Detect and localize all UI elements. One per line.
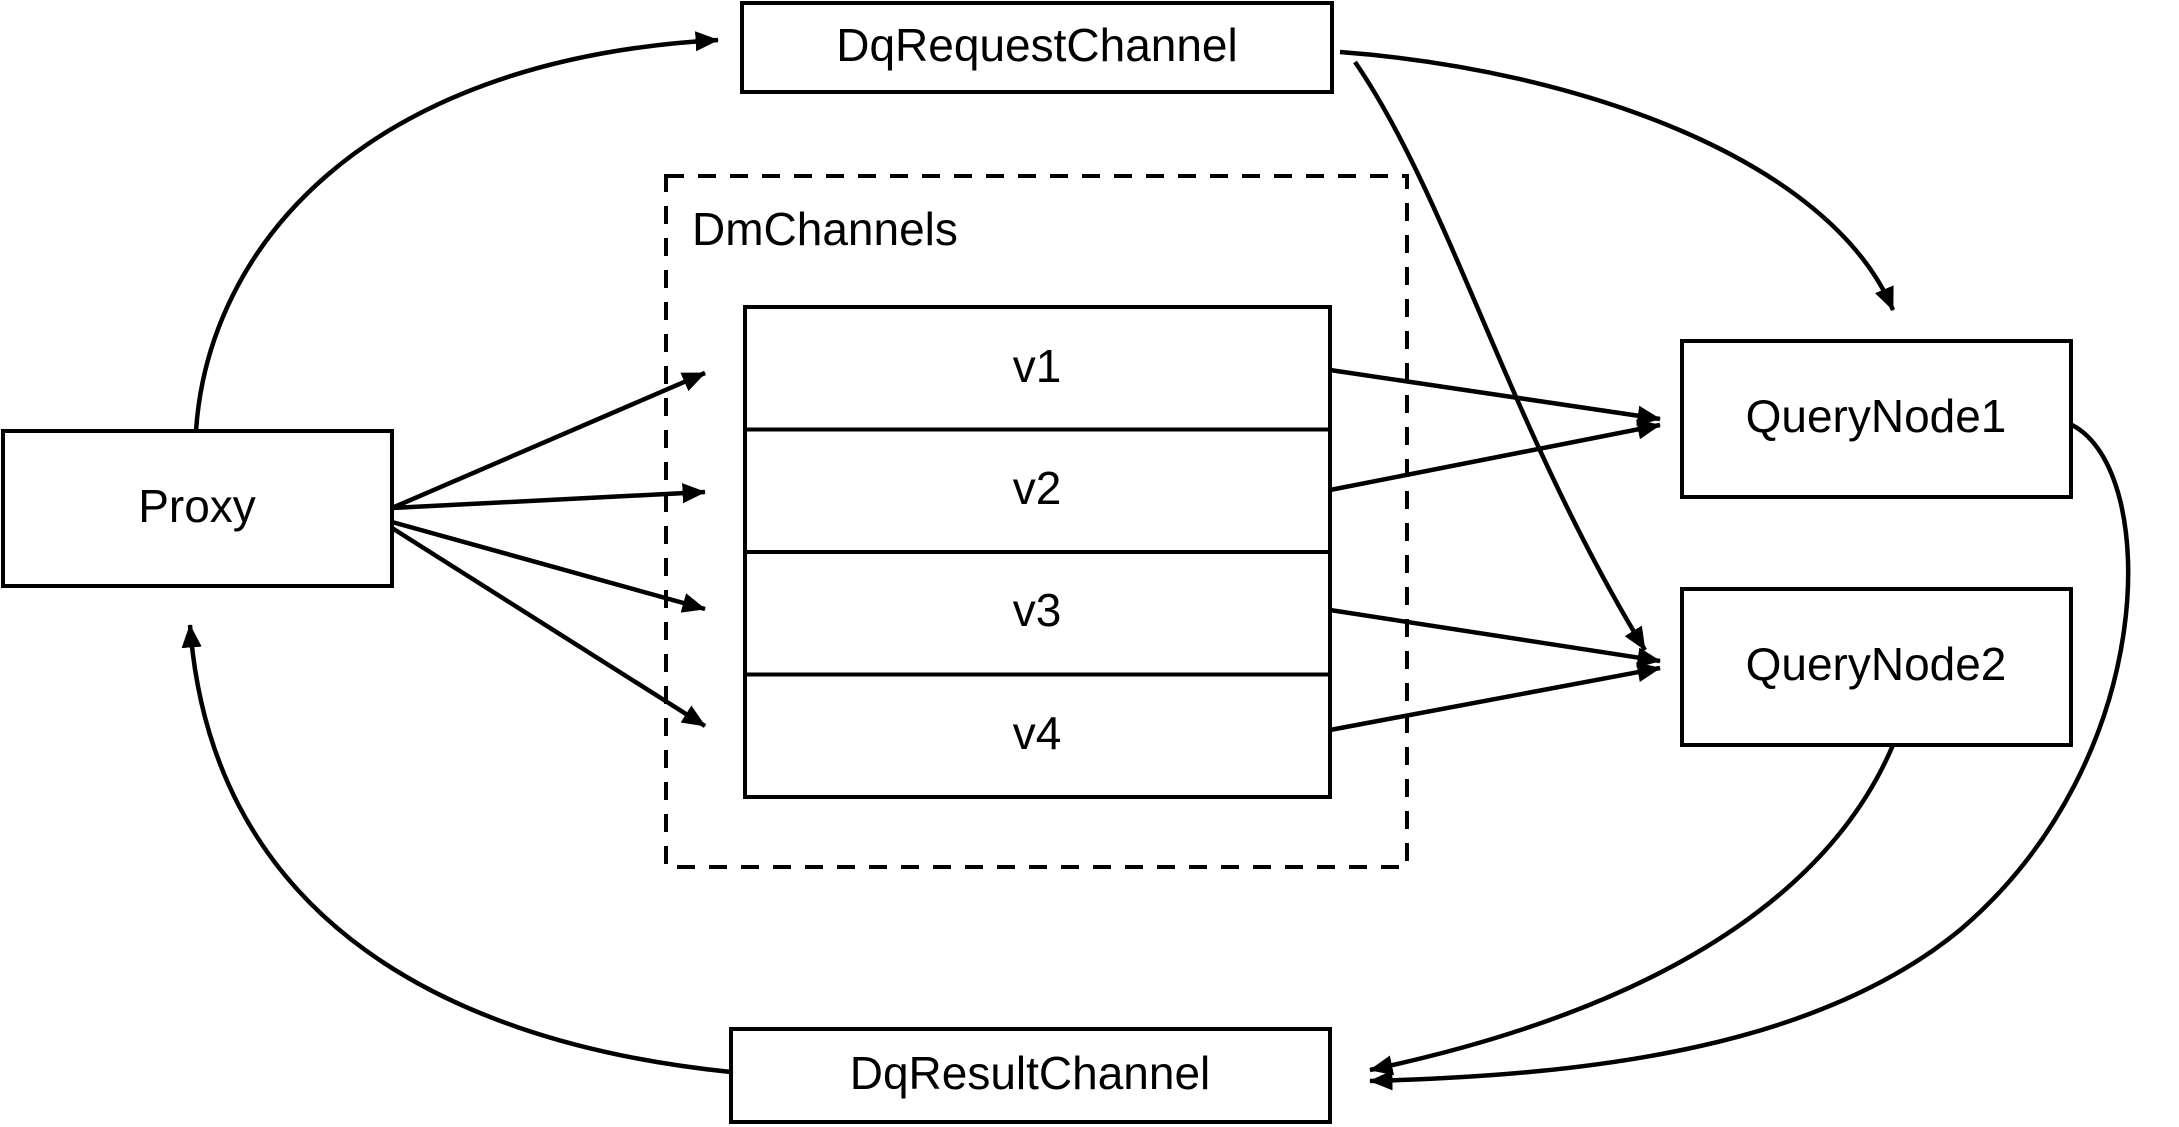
node-proxy[interactable]	[1, 429, 394, 588]
edge-querynode1-to-dqresultchannel	[1369, 422, 2131, 1091]
node-label-proxy: Proxy	[138, 480, 256, 532]
node-dq-result-channel[interactable]	[729, 1027, 1332, 1124]
node-query-node-1[interactable]	[1680, 339, 2073, 499]
row-label-v3: v3	[1013, 584, 1062, 636]
node-label-query-node-1: QueryNode1	[1746, 390, 2007, 442]
node-dq-request-channel[interactable]	[740, 1, 1334, 94]
node-query-node-2[interactable]	[1680, 587, 2073, 747]
row-label-v1: v1	[1013, 340, 1062, 392]
row-label-v4: v4	[1013, 707, 1062, 759]
edge-v1-to-querynode1	[1329, 367, 1661, 426]
edge-proxy-to-v2	[391, 483, 706, 511]
edge-proxy-to-v4	[390, 526, 707, 728]
edge-v3-to-querynode2	[1329, 607, 1661, 668]
edge-proxy-to-v3	[391, 519, 706, 613]
group-label-dmchannels: DmChannels	[692, 203, 958, 255]
node-label-dq-result-channel: DqResultChannel	[850, 1047, 1211, 1099]
edge-proxy-to-v1	[391, 370, 706, 511]
edge-querynode2-to-dqresultchannel	[1369, 744, 1896, 1076]
edge-v2-to-querynode1	[1329, 419, 1661, 493]
edge-dqrequestchannel-to-querynode2	[1353, 60, 1647, 652]
node-label-dq-request-channel: DqRequestChannel	[836, 19, 1238, 71]
node-label-query-node-2: QueryNode2	[1746, 638, 2007, 690]
row-label-v2: v2	[1013, 462, 1062, 514]
dmchannels-group	[664, 174, 1409, 869]
dmchannels-rows-table	[743, 305, 1332, 799]
edge-dqresultchannel-to-proxy	[181, 624, 732, 1075]
edge-v4-to-querynode2	[1329, 662, 1661, 733]
edge-proxy-to-dqrequestchannel	[193, 31, 719, 432]
edge-dqrequestchannel-to-querynode1	[1339, 49, 1896, 311]
